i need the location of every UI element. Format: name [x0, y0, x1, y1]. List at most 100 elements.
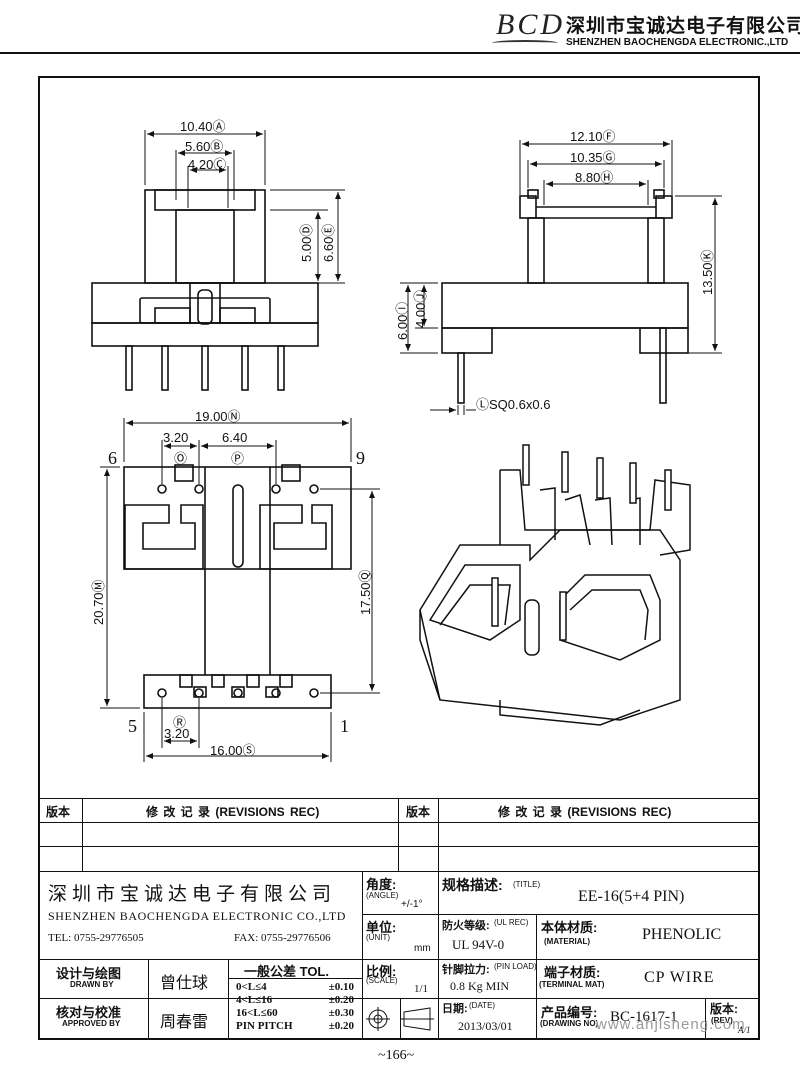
dim-b: 5.60Ⓑ: [185, 139, 224, 154]
pin-label-9: 9: [356, 448, 365, 468]
tb-terminal-value: CP WIRE: [644, 969, 715, 986]
dim-e: 6.60Ⓔ: [321, 223, 336, 262]
tb-title-label: 规格描述:: [442, 877, 503, 893]
tb-date-label-en: (DATE): [469, 1001, 496, 1010]
tol-range: 0<L≤4: [236, 981, 267, 993]
tb-tol-title: 一般公差 TOL.: [244, 964, 329, 979]
tb-title-label-en: (TITLE): [513, 880, 541, 889]
tb-approved-label: 核对与校准: [56, 1005, 122, 1020]
tb-tel: TEL: 0755-29776505: [48, 932, 144, 944]
tb-date-label: 日期:: [442, 1003, 468, 1015]
technical-drawing: [91, 130, 722, 762]
tol-range: 16<L≤60: [236, 1007, 278, 1019]
tb-drawn-label-en: DRAWN BY: [70, 980, 114, 989]
tol-row: PIN PITCH ±0.20: [230, 1020, 360, 1033]
dim-r-mark: Ⓡ: [173, 715, 187, 730]
tb-unit-label-en: (UNIT): [366, 933, 390, 942]
dim-n: 19.00Ⓝ: [195, 409, 241, 424]
tb-title-value: EE-16(5+4 PIN): [578, 888, 685, 905]
watermark: www.ahjisheng.com: [596, 1016, 746, 1033]
tb-date-value: 2013/03/01: [458, 1019, 513, 1033]
tb-material-value: PHENOLIC: [642, 926, 722, 943]
tb-unit-label: 单位:: [366, 920, 397, 935]
tol-row: 4<L≤16 ±0.20: [230, 994, 360, 1007]
tb-rev-label-en: (REV): [711, 1016, 733, 1025]
tb-ul-label-en: (UL REC): [494, 918, 529, 927]
tb-material-label: 本体材质:: [541, 920, 598, 935]
tol-value: ±0.10: [328, 981, 354, 993]
title-block: 深圳市宝诚达电子有限公司 SHENZHEN BAOCHENGDA ELECTRO…: [38, 871, 760, 1038]
dim-c: 4.20Ⓒ: [188, 157, 227, 172]
tb-approved-label-en: APPROVED BY: [62, 1019, 121, 1028]
rev-col-version-2: 版本: [406, 805, 431, 819]
tb-drawing-value: BC-1617-1: [610, 1009, 678, 1025]
logo-swoosh: [492, 40, 558, 46]
dim-f: 12.10Ⓕ: [570, 129, 616, 144]
tb-tol-table: 0<L≤4 ±0.10 4<L≤16 ±0.20 16<L≤60 ±0.30 P…: [230, 981, 360, 1033]
dim-s: 16.00Ⓢ: [210, 743, 256, 758]
tb-approved-value: 周春雷: [160, 1014, 209, 1031]
dim-o: 3.20: [163, 430, 189, 445]
dim-r: 3.20: [164, 726, 190, 741]
tb-rev-label: 版本:: [710, 1002, 738, 1016]
dim-m: 20.70Ⓜ: [91, 579, 106, 625]
dim-l: ⓁSQ0.6x0.6: [476, 397, 551, 412]
tb-scale-value: 1/1: [414, 983, 429, 995]
rev-col-version: 版本: [46, 805, 71, 819]
tb-rev-value: A/1: [738, 1025, 751, 1035]
tb-pinload-value: 0.8 Kg MIN: [450, 979, 509, 993]
revisions-table: 版本 修 改 记 录 (REVISIONS REC) 版本 修 改 记 录 (R…: [38, 798, 760, 871]
tb-scale-label-en: (SCALE): [366, 976, 398, 985]
header-rule: [0, 52, 800, 54]
tb-drawn-label: 设计与绘图: [56, 966, 122, 981]
page-header: BCD 深圳市宝诚达电子有限公司 SHENZHEN BAOCHENGDA ELE…: [0, 0, 800, 60]
tb-fax: FAX: 0755-29776506: [234, 932, 331, 944]
dim-q: 17.50Ⓠ: [358, 569, 373, 615]
bottom-view: [123, 464, 352, 709]
side-view: [441, 189, 689, 404]
tb-ul-label: 防火等级:: [442, 920, 490, 932]
tb-drawing-label-en: (DRAWING NO): [540, 1019, 599, 1028]
tb-pinload-label: 针脚拉力:: [442, 964, 490, 976]
tb-scale-label: 比例:: [366, 964, 397, 979]
front-view: [91, 189, 319, 391]
dim-a: 10.40Ⓐ: [180, 119, 226, 134]
tb-material-label-en: (MATERIAL): [544, 937, 591, 946]
tb-drawing-label: 产品编号:: [541, 1005, 598, 1020]
pin-label-1: 1: [340, 716, 349, 736]
tol-range: 4<L≤16: [236, 994, 273, 1006]
tol-row: 16<L≤60 ±0.30: [230, 1007, 360, 1020]
header-company-en: SHENZHEN BAOCHENGDA ELECTRONIC.,LTD: [566, 37, 789, 48]
tb-drawn-value: 曾仕球: [160, 975, 209, 992]
rev-col-record-2: 修 改 记 录 (REVISIONS REC): [498, 805, 672, 819]
tb-angle-label: 角度:: [366, 877, 397, 892]
tb-ul-value: UL 94V-0: [452, 937, 505, 952]
tb-terminal-label: 端子材质:: [544, 965, 601, 980]
tol-value: ±0.20: [328, 994, 354, 1006]
tb-angle-value: +/-1°: [401, 899, 423, 910]
dim-p-mark: Ⓟ: [231, 451, 245, 466]
dim-j: 4.00Ⓙ: [413, 289, 428, 328]
dim-d: 5.00Ⓓ: [299, 223, 314, 262]
tb-angle-label-en: (ANGLE): [366, 891, 399, 900]
page-number: ~166~: [378, 1048, 415, 1063]
tb-pinload-label-en: (PIN LOAD): [494, 962, 537, 971]
drawing-frame: [38, 76, 760, 1040]
projection-symbol-icon: [366, 1007, 434, 1031]
dim-h: 8.80Ⓗ: [575, 170, 614, 185]
tb-unit-value: mm: [414, 943, 431, 954]
dim-i: 6.00Ⓘ: [395, 301, 410, 340]
isometric-view: [419, 444, 691, 726]
tol-row: 0<L≤4 ±0.10: [230, 981, 360, 994]
tb-terminal-label-en: (TERMINAL MAT): [539, 980, 605, 989]
header-company-cn: 深圳市宝诚达电子有限公司: [566, 16, 800, 37]
dim-o-mark: Ⓞ: [174, 451, 188, 466]
company-logo: BCD: [496, 8, 565, 41]
tol-value: ±0.20: [328, 1020, 354, 1032]
pin-label-5: 5: [128, 716, 137, 736]
rev-col-record: 修 改 记 录 (REVISIONS REC): [146, 805, 320, 819]
tol-value: ±0.30: [328, 1007, 354, 1019]
tb-company-en: SHENZHEN BAOCHENGDA ELECTRONIC CO.,LTD: [48, 909, 347, 923]
pin-label-6: 6: [108, 448, 117, 468]
dim-k: 13.50Ⓚ: [700, 249, 715, 295]
